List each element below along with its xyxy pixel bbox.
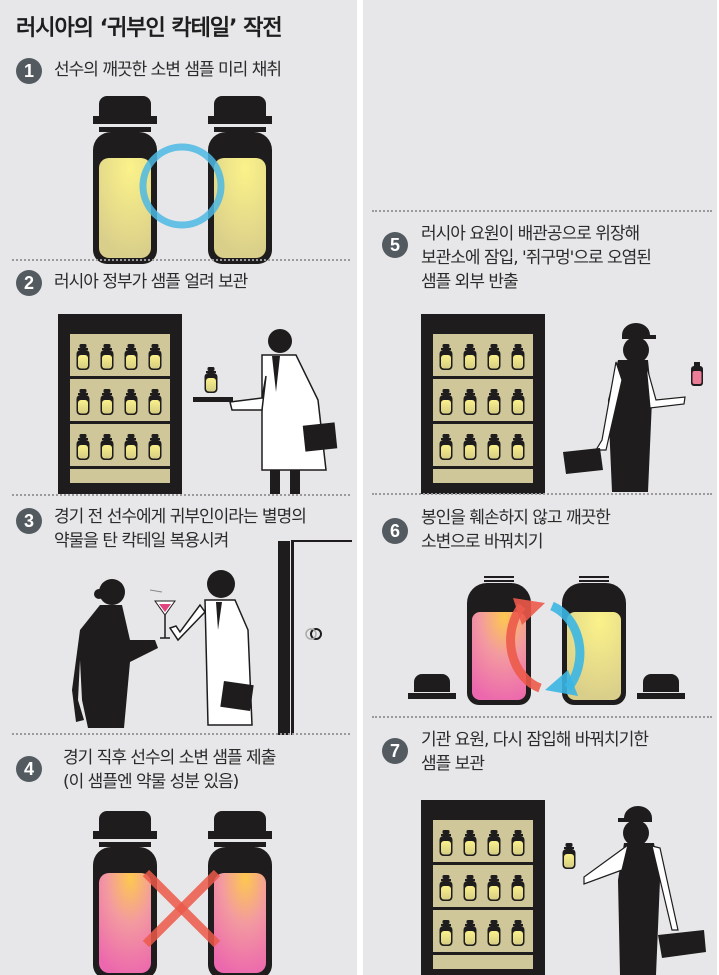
divider bbox=[12, 494, 350, 496]
step-6-caption-line-1: 봉인을 훼손하지 않고 깨끗한 bbox=[421, 508, 611, 528]
step-4-caption-line-1: 경기 직후 선수의 소변 샘플 제출 bbox=[63, 748, 276, 768]
step-6-number-badge: 6 bbox=[382, 518, 408, 544]
step-5-illustration-plumber-icon bbox=[0, 0, 703, 500]
page-title: 러시아의 ‘귀부인 칵테일’ 작전 bbox=[16, 16, 283, 41]
divider bbox=[12, 259, 350, 261]
step-5-caption-line-1: 러시아 요원이 배관공으로 위장해 bbox=[421, 224, 640, 244]
step-3-caption-line-2: 약물을 탄 칵테일 복용시켜 bbox=[54, 531, 229, 551]
step-2-number-badge: 2 bbox=[16, 270, 42, 296]
step-1-number-badge: 1 bbox=[16, 58, 42, 84]
step-5-caption-line-3: 샘플 외부 반출 bbox=[421, 272, 519, 292]
step-2-caption: 러시아 정부가 샘플 얼려 보관 bbox=[54, 272, 248, 292]
step-6-illustration-swap-arrows-icon bbox=[408, 576, 685, 705]
step-7-caption-line-1: 기관 요원, 다시 잠입해 바꿔치기한 bbox=[421, 730, 649, 750]
step-2-illustration-cabinet-scientist-icon bbox=[0, 0, 338, 494]
step-4-number-badge: 4 bbox=[16, 756, 42, 782]
step-4-illustration-dirty-bottles-cross-icon bbox=[93, 811, 272, 975]
step-3-illustration-cocktail-door-icon bbox=[72, 540, 352, 735]
divider bbox=[372, 716, 712, 718]
step-3-caption-line-1: 경기 전 선수에게 귀부인이라는 별명의 bbox=[54, 507, 307, 527]
step-1-illustration-clean-bottles-ring-icon bbox=[93, 96, 272, 264]
divider bbox=[12, 733, 350, 735]
step-5-caption-line-2: 보관소에 잠입, '쥐구멍'으로 오염된 bbox=[421, 248, 652, 268]
divider bbox=[372, 493, 712, 495]
step-3-number-badge: 3 bbox=[16, 508, 42, 534]
step-6-caption-line-2: 소변으로 바꿔치기 bbox=[421, 532, 544, 552]
step-4-caption-line-2: (이 샘플엔 약물 성분 있음) bbox=[63, 772, 239, 792]
divider bbox=[372, 210, 712, 212]
step-7-caption-line-2: 샘플 보관 bbox=[421, 754, 485, 774]
step-7-number-badge: 7 bbox=[382, 738, 408, 764]
step-1-caption: 선수의 깨끗한 소변 샘플 미리 채취 bbox=[54, 60, 282, 80]
step-5-number-badge: 5 bbox=[382, 232, 408, 258]
